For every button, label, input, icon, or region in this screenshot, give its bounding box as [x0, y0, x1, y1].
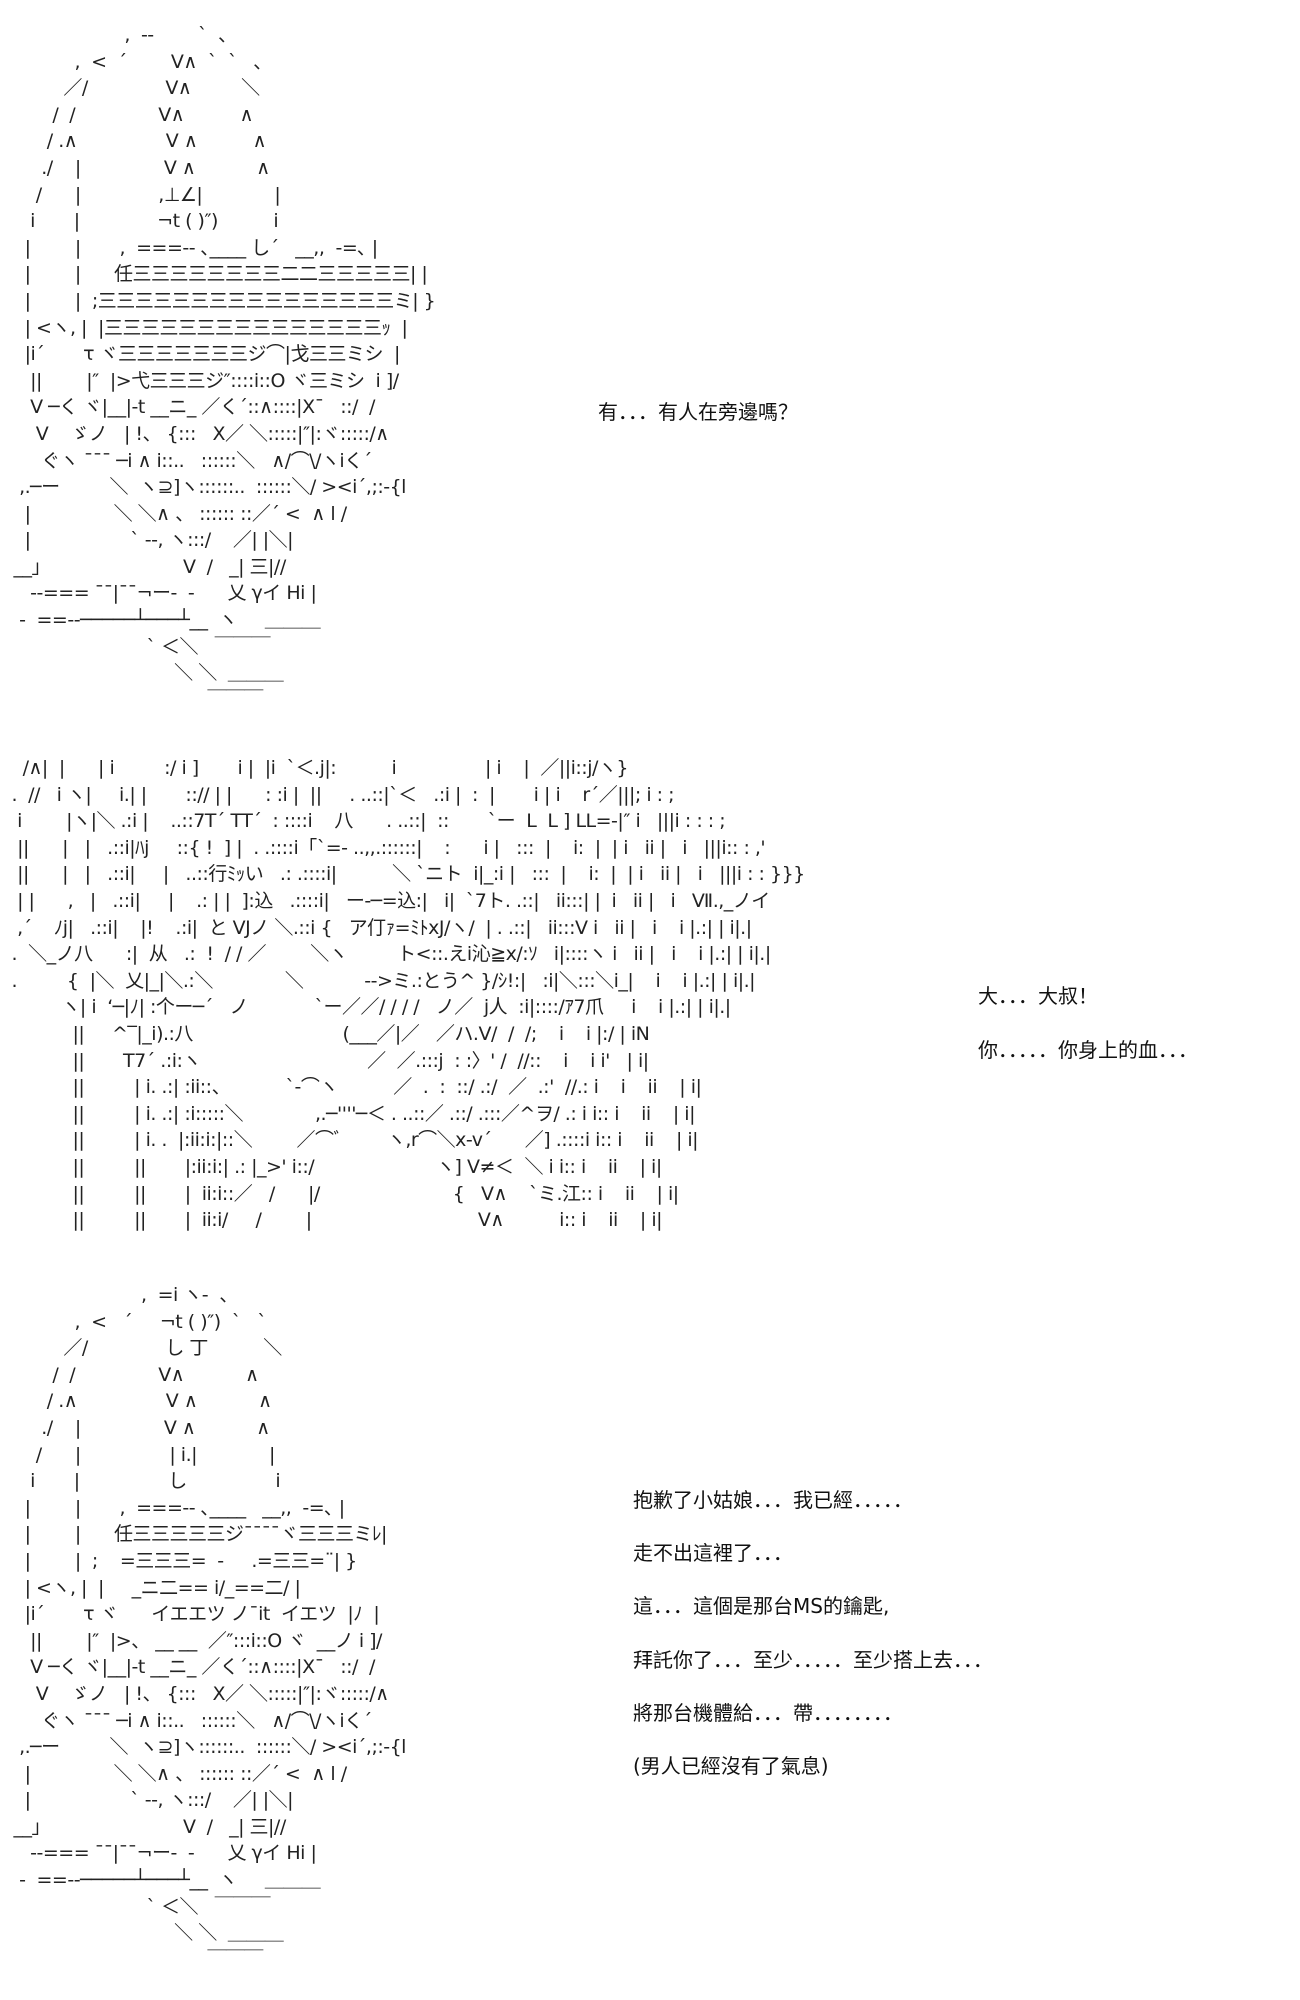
- dialogue-line: 走不出這裡了．．．: [633, 1541, 793, 1565]
- dialogue-line: 抱歉了小姑娘．．．我已經．．．．．: [633, 1488, 913, 1512]
- narration-line: (男人已經沒有了氣息): [633, 1754, 829, 1778]
- dialogue-line: 這．．．這個是那台MS的鑰匙,: [633, 1594, 890, 1618]
- ascii-art-man-panel-1: , -- ` 、 , < ´ V∧ ` ` ､ ／/ V∧ ＼ / / V∧ ∧…: [13, 24, 436, 711]
- dialogue-line: 你．．．．．你身上的血．．．: [978, 1038, 1198, 1062]
- dialogue-line: 大．．．大叔！: [978, 984, 1098, 1008]
- ascii-art-man-panel-3: , =i ヽ- 、 , < ´ ¬t ( )″) ` ` ／/ し 丁 ＼ / …: [13, 1284, 407, 1971]
- dialogue-line: 拜託你了．．．至少．．．．．至少搭上去．．．: [633, 1648, 993, 1672]
- dialogue-line: 將那台機體給．．．帶．．．．．．．．: [633, 1701, 903, 1725]
- dialogue-line: 有．．．有人在旁邊嗎？: [598, 400, 798, 424]
- ascii-art-girl-panel-2: /∧| | | i :/ i ] i | |i `＜.j|: i | i | ／…: [11, 757, 806, 1232]
